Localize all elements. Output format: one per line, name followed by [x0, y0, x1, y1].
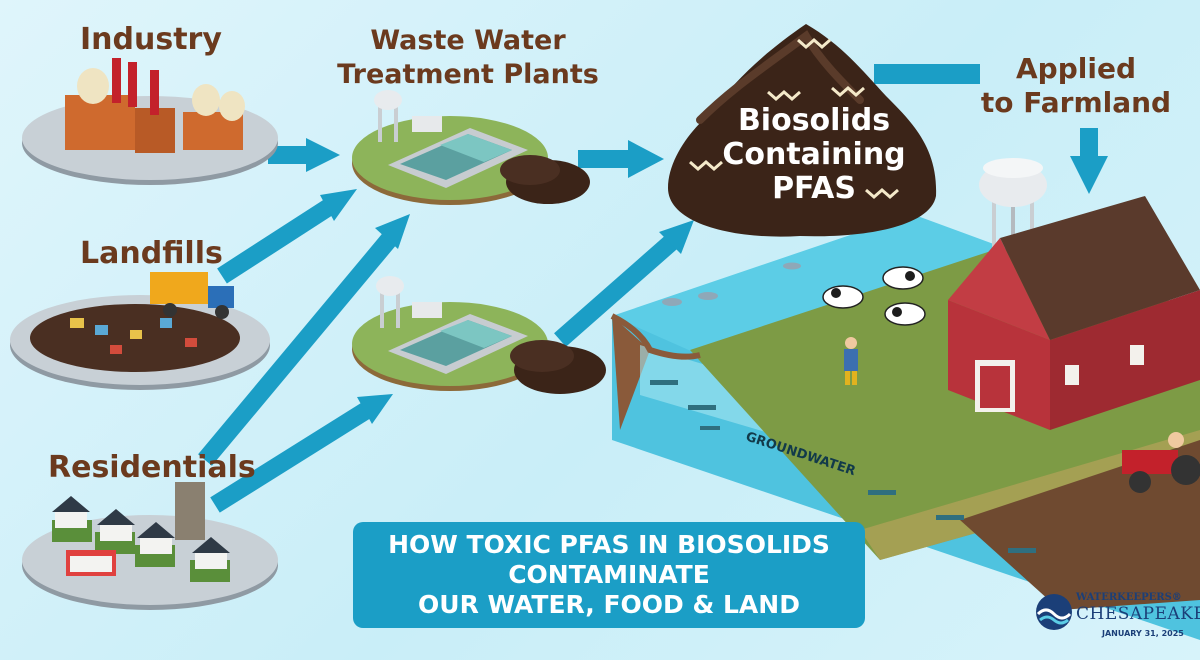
waterkeepers-logo-mark-icon	[1036, 594, 1072, 630]
title-banner: HOW TOXIC PFAS IN BIOSOLIDS CONTAMINATE …	[353, 522, 865, 628]
biosolids-pile	[668, 24, 937, 237]
biosolids-label-line1: Biosolids	[737, 103, 891, 138]
logo-date: JANUARY 31, 2025	[1102, 629, 1184, 638]
banner-line2: CONTAMINATE	[508, 560, 710, 589]
industry-label: Industry	[80, 22, 222, 57]
arrow-landfills-to-treatment	[217, 189, 357, 284]
arrow-residentials-to-treatment-upper	[198, 214, 410, 466]
water-tower-icon	[979, 158, 1047, 250]
treatment-label-line2: Treatment Plants	[337, 59, 599, 90]
banner-line1: HOW TOXIC PFAS IN BIOSOLIDS	[388, 530, 830, 559]
treatment-plant-lower	[352, 276, 606, 394]
river	[612, 214, 1010, 355]
arrow-industry-to-treatment	[268, 138, 340, 172]
tractor-icon	[1122, 432, 1200, 493]
biosolids-label-line3: PFAS	[772, 171, 856, 206]
arrow-treatment-to-biosolids-lower	[554, 220, 694, 347]
logo-line2: CHESAPEAKE	[1076, 604, 1200, 624]
biosolids-label-line2: Containing	[722, 137, 906, 172]
banner-line3: OUR WATER, FOOD & LAND	[418, 590, 800, 619]
residential-illustration	[22, 482, 278, 610]
applied-to-farmland-label: Applied to Farmland	[968, 52, 1184, 120]
applied-label-line2: to Farmland	[980, 86, 1172, 119]
industry-illustration	[22, 58, 278, 185]
fish-icon	[662, 262, 801, 306]
pfas-molecule-markers	[650, 380, 1036, 553]
logo-line1: WATERKEEPERS®	[1076, 592, 1182, 603]
waterkeepers-logo: WATERKEEPERS® CHESAPEAKE JANUARY 31, 202…	[1032, 588, 1200, 648]
biosolids-label: Biosolids Containing PFAS	[708, 104, 920, 206]
treatment-plant-upper	[352, 90, 590, 205]
arrow-biosolids-to-farmland	[874, 64, 1108, 194]
pfas-molecule-icon	[689, 38, 899, 199]
residentials-label: Residentials	[48, 450, 256, 485]
farmer-icon	[844, 337, 858, 385]
treatment-label-line1: Waste Water	[370, 25, 566, 56]
treatment-plants-label: Waste Water Treatment Plants	[318, 24, 618, 92]
landfill-illustration	[10, 272, 270, 390]
arrow-residentials-to-treatment-lower	[210, 394, 393, 513]
farm-block: GROUNDWATER	[610, 158, 1200, 640]
arrow-treatment-to-biosolids-upper	[578, 140, 664, 178]
flow-arrows	[198, 64, 1108, 513]
landfills-label: Landfills	[80, 236, 223, 271]
barn-icon	[948, 196, 1200, 430]
applied-label-line1: Applied	[1016, 52, 1136, 85]
garbage-truck-icon	[150, 272, 234, 319]
cow-icon	[822, 266, 926, 326]
